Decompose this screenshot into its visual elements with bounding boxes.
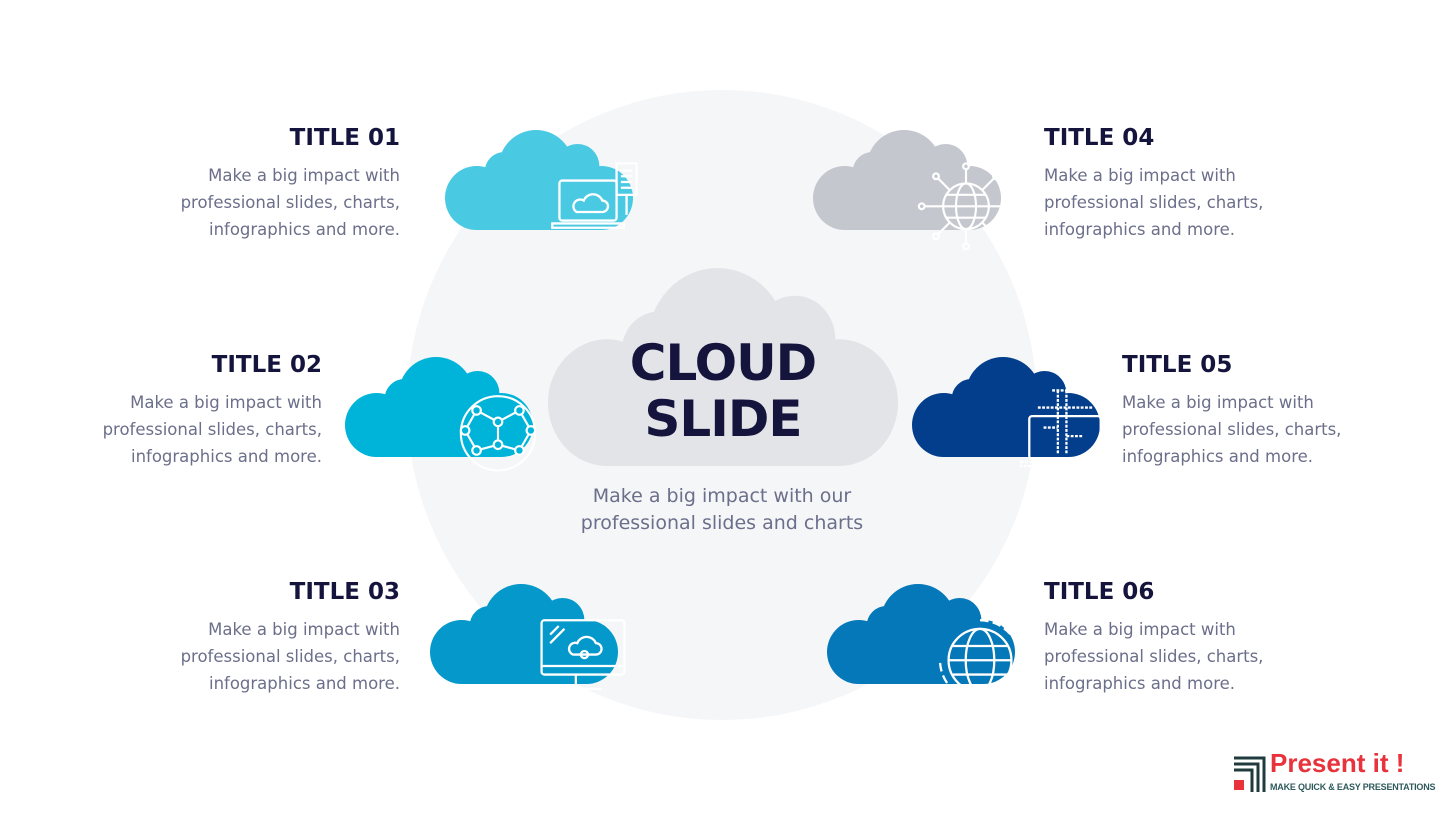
cloud-03 (430, 584, 626, 690)
globe-orbit-icon (938, 619, 1022, 702)
present-it-logo: Present it ! MAKE QUICK & EASY PRESENTAT… (1232, 748, 1436, 796)
cloud-01 (445, 130, 638, 230)
item-title: TITLE 06 (1044, 579, 1155, 605)
cloud-05 (912, 357, 1111, 468)
item-body: Make a big impact with professional slid… (180, 166, 400, 239)
item-03: TITLE 03 Make a big impact with professi… (140, 577, 400, 697)
logo-tagline: MAKE QUICK & EASY PRESENTATIONS (1270, 782, 1436, 792)
cloud-04 (813, 130, 1015, 251)
center-subtitle: Make a big impact with our professional … (580, 485, 864, 534)
center-title-line1: CLOUD (629, 334, 817, 392)
item-body: Make a big impact with professional slid… (102, 393, 322, 466)
item-06: TITLE 06 Make a big impact with professi… (1044, 577, 1284, 697)
logo-mark-icon (1234, 756, 1266, 792)
item-body: Make a big impact with professional slid… (1044, 166, 1264, 239)
item-title: TITLE 04 (1044, 125, 1155, 151)
laptop-cloud-server-icon (551, 162, 638, 229)
monitor-cloud-icon (540, 619, 626, 690)
item-title: TITLE 05 (1122, 352, 1233, 378)
network-sphere-icon (459, 395, 537, 472)
item-04: TITLE 04 Make a big impact with professi… (1044, 123, 1284, 243)
item-body: Make a big impact with professional slid… (1122, 393, 1342, 466)
cloud-06 (827, 584, 1022, 702)
item-02: TITLE 02 Make a big impact with professi… (62, 350, 322, 470)
item-01: TITLE 01 Make a big impact with professi… (140, 123, 400, 243)
item-title: TITLE 03 (289, 579, 400, 605)
laptop-data-icon (1019, 389, 1111, 468)
cloud-02 (345, 357, 537, 472)
item-05: TITLE 05 Make a big impact with professi… (1122, 350, 1362, 470)
item-body: Make a big impact with professional slid… (180, 620, 400, 693)
center-title: CLOUD SLIDE (548, 335, 898, 447)
logo-name: Present it ! (1270, 748, 1405, 778)
item-body: Make a big impact with professional slid… (1044, 620, 1264, 693)
globe-network-icon (917, 162, 1015, 251)
item-title: TITLE 02 (211, 352, 322, 378)
center-title-line2: SLIDE (644, 390, 802, 448)
item-title: TITLE 01 (289, 125, 400, 151)
